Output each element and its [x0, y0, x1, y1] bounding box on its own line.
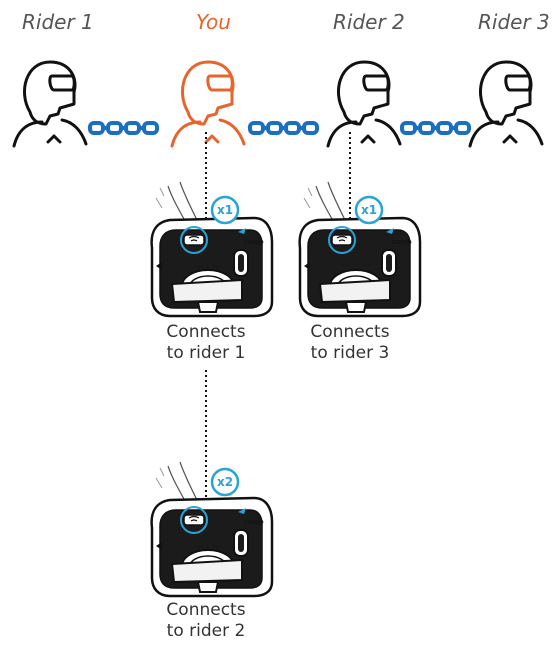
rider-figure-1 — [12, 60, 88, 148]
rider-label-3: Rider 3 — [478, 10, 550, 34]
caption-line: Connects — [310, 322, 390, 342]
press-count-badge: x1 — [210, 195, 240, 225]
caption-line: Connects — [166, 600, 246, 620]
caption-line: to rider 1 — [166, 343, 246, 363]
rider-figure-you — [170, 60, 246, 148]
press-count-badge: x1 — [354, 195, 384, 225]
intercom-device-icon — [150, 180, 274, 318]
svg-text:x2: x2 — [217, 475, 233, 489]
device-caption: Connects to rider 3 — [290, 322, 410, 364]
caption-line: to rider 2 — [166, 621, 246, 641]
chain-link-icon — [400, 121, 471, 135]
device-caption: Connects to rider 1 — [146, 322, 266, 364]
chain-link-icon — [88, 121, 159, 135]
rider-figure-2 — [326, 60, 402, 148]
rider-label-2: Rider 2 — [333, 10, 405, 34]
brand-mark: cardo — [244, 238, 264, 246]
device-caption: Connects to rider 2 — [146, 600, 266, 642]
brand-mark: cardo — [392, 238, 412, 246]
rider-figure-3 — [468, 60, 544, 148]
caption-line: to rider 3 — [310, 343, 390, 363]
caption-line: Connects — [166, 322, 246, 342]
press-count-badge: x2 — [210, 467, 240, 497]
rider-label-you: You — [196, 10, 231, 34]
svg-text:x1: x1 — [217, 203, 233, 217]
rider-label-1: Rider 1 — [22, 10, 94, 34]
svg-text:x1: x1 — [361, 203, 377, 217]
brand-mark: cardo — [244, 518, 264, 526]
chain-link-icon — [248, 121, 319, 135]
